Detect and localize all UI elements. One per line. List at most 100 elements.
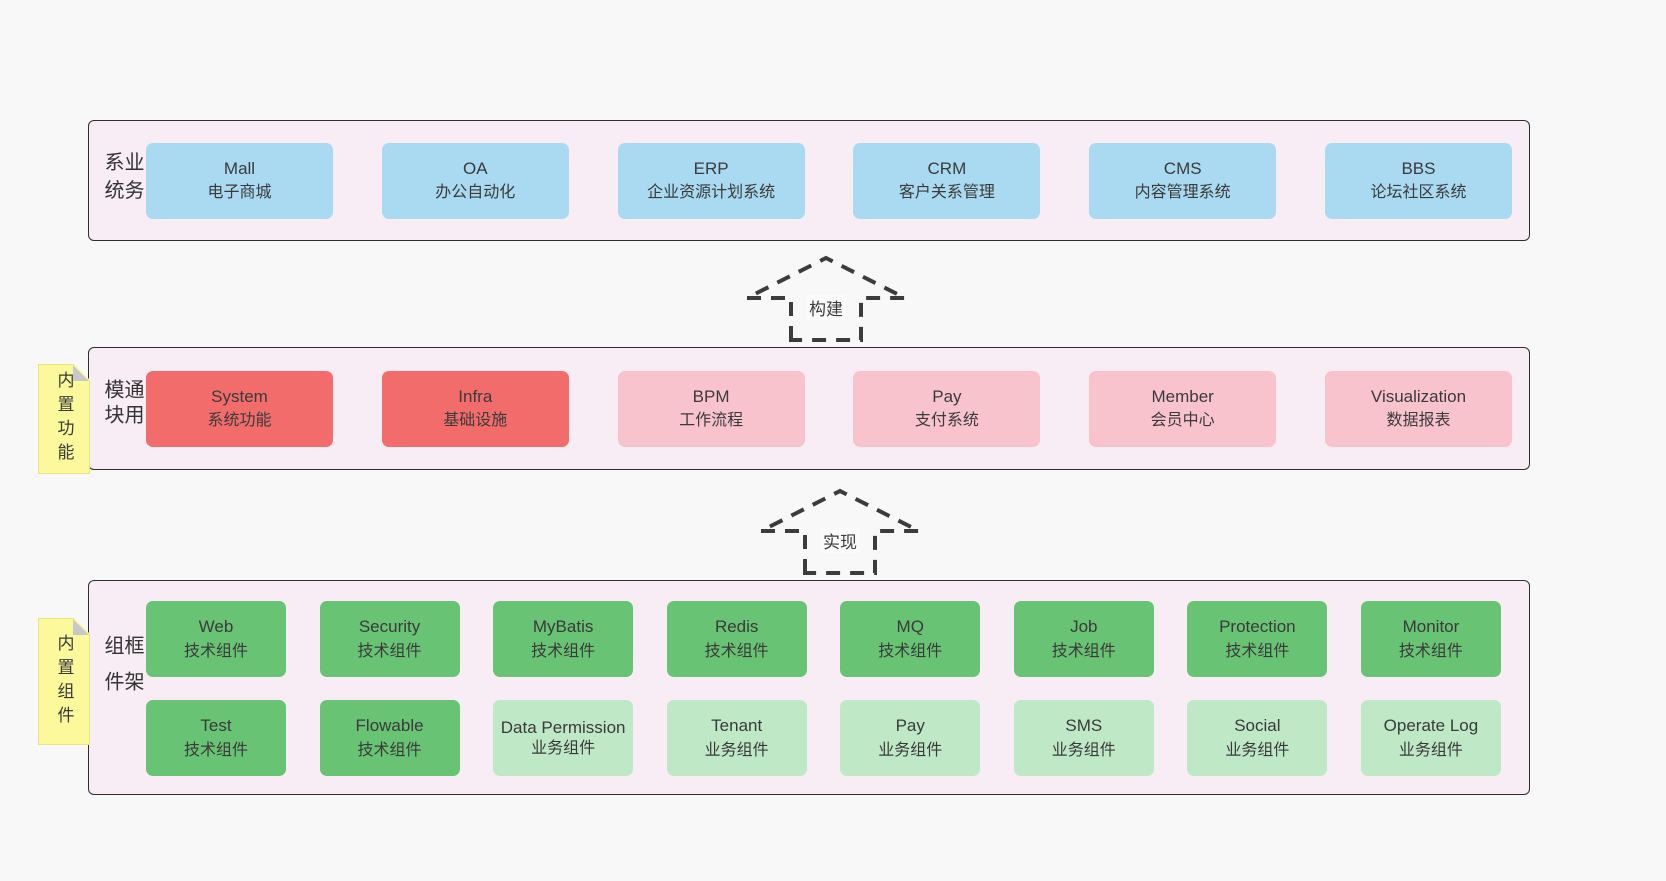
business-row: Mall 电子商城 OA 办公自动化 ERP 企业资源计划系统 CRM 客户关系… (146, 121, 1512, 240)
card-title: Protection (1219, 617, 1296, 637)
arrow-implement: 实现 (755, 487, 925, 575)
card-subtitle: 论坛社区系统 (1370, 184, 1467, 202)
card-title: CMS (1163, 158, 1202, 178)
arrow-build-label: 构建 (806, 295, 846, 320)
card-subtitle: 数据报表 (1386, 412, 1451, 430)
card-bpm: BPM 工作流程 (617, 370, 805, 447)
card-subtitle: 技术组件 (1225, 642, 1290, 660)
card-member: Member 会员中心 (1089, 370, 1277, 447)
card-subtitle: 企业资源计划系统 (647, 184, 776, 202)
card-monitor: Monitor 技术组件 (1360, 601, 1501, 677)
card-test: Test 技术组件 (146, 700, 286, 776)
card-bbs: BBS 论坛社区系统 (1324, 142, 1512, 219)
framework-row-1: Web 技术组件 Security 技术组件 MyBatis 技术组件 Redi… (146, 601, 1501, 677)
card-title: MyBatis (532, 617, 594, 637)
card-title: Pay (895, 716, 925, 736)
card-tenant: Tenant 业务组件 (666, 700, 807, 776)
card-subtitle: 业务组件 (1225, 741, 1290, 759)
card-subtitle: 业务组件 (531, 740, 596, 758)
card-subtitle: 技术组件 (531, 642, 596, 660)
card-security: Security 技术组件 (319, 601, 460, 677)
card-data-permission: Data Permission 业务组件 (493, 700, 634, 776)
card-crm: CRM 客户关系管理 (853, 142, 1041, 219)
card-title: BPM (692, 386, 730, 406)
card-title: Flowable (355, 716, 424, 736)
card-subtitle: 技术组件 (357, 741, 422, 759)
card-title: Monitor (1402, 617, 1460, 637)
card-subtitle: 办公自动化 (435, 184, 516, 202)
layer-label-framework: 框架组件 (101, 634, 143, 707)
sticky-fold-icon (73, 619, 89, 635)
card-title: Operate Log (1383, 716, 1479, 736)
up-arrow-icon (746, 255, 906, 342)
card-visualization: Visualization 数据报表 (1324, 370, 1512, 447)
arrow-implement-label: 实现 (820, 528, 860, 553)
card-pay: Pay 支付系统 (853, 370, 1041, 447)
card-redis: Redis 技术组件 (666, 601, 807, 677)
sticky-note-builtin-components: 内置组件 (38, 618, 90, 745)
card-title: Member (1151, 386, 1214, 406)
card-subtitle: 技术组件 (183, 741, 248, 759)
card-title: ERP (693, 158, 729, 178)
sticky-label: 内置组件 (54, 633, 74, 730)
card-subtitle: 技术组件 (183, 642, 248, 660)
card-title: Infra (458, 386, 493, 406)
card-job: Job 技术组件 (1013, 601, 1154, 677)
card-subtitle: 客户关系管理 (898, 184, 995, 202)
card-oa: OA 办公自动化 (381, 142, 569, 219)
card-subtitle: 业务组件 (704, 741, 769, 759)
card-title: OA (463, 158, 488, 178)
card-title: Security (358, 617, 421, 637)
card-subtitle: 业务组件 (878, 741, 943, 759)
card-social: Social 业务组件 (1187, 700, 1328, 776)
card-subtitle: 业务组件 (1398, 741, 1463, 759)
card-title: Mall (223, 158, 256, 178)
layer-label-modules: 通用模块 (101, 378, 143, 429)
card-system: System 系统功能 (146, 370, 333, 447)
card-infra: Infra 基础设施 (381, 370, 569, 447)
card-flowable: Flowable 技术组件 (319, 700, 460, 776)
card-cms: CMS 内容管理系统 (1089, 142, 1277, 219)
modules-row: System 系统功能 Infra 基础设施 BPM 工作流程 Pay 支付系统… (146, 348, 1512, 469)
card-subtitle: 基础设施 (443, 412, 508, 430)
sticky-note-builtin-features: 内置功能 (38, 364, 90, 474)
card-operate-log: Operate Log 业务组件 (1360, 700, 1501, 776)
card-title: MQ (896, 617, 924, 637)
card-mall: Mall 电子商城 (146, 142, 333, 219)
card-title: Redis (714, 617, 759, 637)
layer-framework-components: 框架组件 Web 技术组件 Security 技术组件 MyBatis 技术组件… (88, 580, 1530, 795)
card-subtitle: 业务组件 (1051, 741, 1116, 759)
sticky-fold-icon (73, 365, 89, 381)
card-title: Web (198, 617, 234, 637)
card-title: Visualization (1370, 386, 1467, 406)
card-title: Tenant (711, 716, 763, 736)
card-title: Social (1234, 716, 1281, 736)
card-title: Test (200, 716, 232, 736)
card-sms: SMS 业务组件 (1013, 700, 1154, 776)
card-title: CRM (927, 158, 967, 178)
up-arrow-icon (760, 488, 920, 575)
card-erp: ERP 企业资源计划系统 (617, 142, 805, 219)
card-mybatis: MyBatis 技术组件 (493, 601, 634, 677)
card-subtitle: 工作流程 (679, 412, 744, 430)
card-subtitle: 会员中心 (1150, 412, 1215, 430)
framework-row-2: Test 技术组件 Flowable 技术组件 Data Permission … (146, 700, 1501, 776)
layer-common-modules: 通用模块 System 系统功能 Infra 基础设施 BPM 工作流程 Pay… (88, 347, 1530, 470)
card-title: Job (1070, 617, 1098, 637)
sticky-label: 内置功能 (54, 371, 74, 467)
card-subtitle: 支付系统 (914, 412, 979, 430)
card-subtitle: 内容管理系统 (1134, 184, 1231, 202)
layer-label-business: 业务系统 (101, 150, 143, 207)
layer-business-systems: 业务系统 Mall 电子商城 OA 办公自动化 ERP 企业资源计划系统 CRM… (88, 120, 1530, 241)
card-mq: MQ 技术组件 (840, 601, 981, 677)
card-subtitle: 电子商城 (207, 184, 272, 202)
card-web: Web 技术组件 (146, 601, 286, 677)
card-subtitle: 技术组件 (1051, 642, 1116, 660)
arrow-build: 构建 (741, 254, 911, 342)
card-pay-biz: Pay 业务组件 (840, 700, 981, 776)
card-title: Pay (932, 386, 962, 406)
card-title: SMS (1065, 716, 1103, 736)
card-subtitle: 技术组件 (357, 642, 422, 660)
card-subtitle: 技术组件 (1398, 642, 1463, 660)
